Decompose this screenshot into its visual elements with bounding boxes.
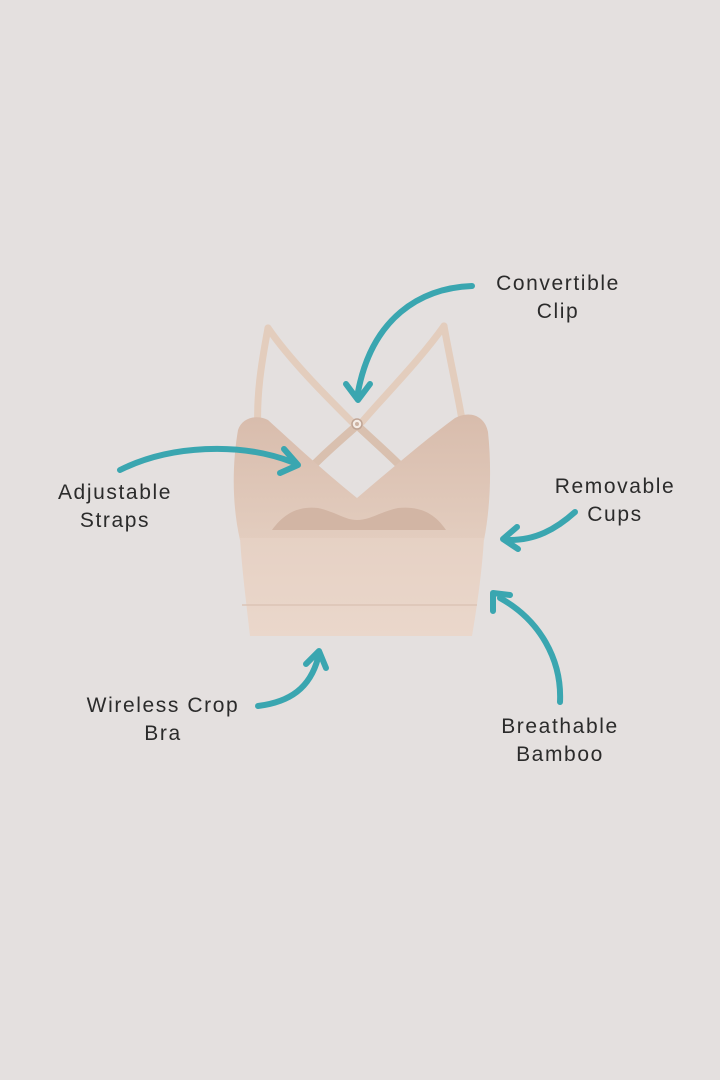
bra-cups [233,414,491,540]
arrow-head-wireless-crop-bra [303,648,329,671]
arrow-head-adjustable-straps [277,446,301,476]
arrow-wireless-crop-bra [255,655,321,709]
arrow-head-breathable-bamboo [490,590,513,614]
label-wireless-crop-bra-line1: Wireless Crop [86,694,240,717]
label-adjustable-straps-line1: Adjustable [57,481,173,504]
arrow-removable-cups [507,509,578,543]
inner-lining [272,507,446,530]
label-adjustable-straps-line2: Straps [79,509,151,532]
convertible-clip [351,418,363,430]
label-convertible-clip-line1: Convertible [496,272,620,295]
label-wireless-crop-bra: Wireless Crop Bra [70,692,256,748]
arrow-breathable-bamboo [497,595,564,705]
arrow-adjustable-straps [117,445,295,473]
label-breathable-bamboo-line2: Bamboo [516,743,604,766]
label-breathable-bamboo: Breathable Bamboo [480,713,640,769]
arrow-convertible-clip [355,283,475,395]
under-band [240,538,484,636]
arrow-head-removable-cups [500,524,521,552]
label-removable-cups-line2: Cups [587,503,643,526]
label-convertible-clip-line2: Clip [536,300,580,323]
label-breathable-bamboo-line1: Breathable [501,715,619,738]
label-convertible-clip: Convertible Clip [478,270,638,326]
arrow-head-convertible-clip [343,381,373,403]
label-wireless-crop-bra-line2: Bra [144,722,182,745]
label-removable-cups-line1: Removable [554,475,676,498]
label-adjustable-straps: Adjustable Straps [40,479,190,535]
label-removable-cups: Removable Cups [540,473,690,529]
